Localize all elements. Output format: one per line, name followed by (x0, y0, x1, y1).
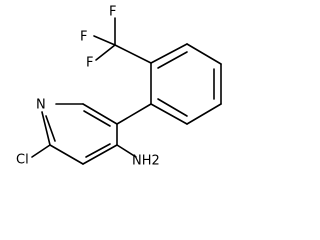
bond-pyridine-3 (41, 111, 51, 146)
bond-benzene-1 (150, 43, 188, 64)
structure-diagram: F F F N Cl NH2 (16, 5, 222, 169)
atom-nh2: NH2 (132, 154, 160, 169)
molecule-svg: F F F N Cl NH2 (16, 5, 222, 169)
bond-benzene-2 (186, 43, 222, 65)
bond-c-f-left (93, 35, 116, 46)
bond-benzene-5 (150, 103, 188, 125)
bond-pyridine-double-c (85, 143, 111, 158)
bond-benzene-4 (186, 103, 222, 125)
bond-benzene-double-c (157, 98, 188, 117)
bond-cf3-aryl (114, 44, 152, 64)
bond-pyridine-4 (49, 144, 84, 165)
bond-c-cl (31, 144, 51, 158)
atom-cl: Cl (16, 153, 29, 168)
bond-c-nh2 (116, 144, 137, 158)
atom-f-left: F (80, 30, 87, 45)
atom-f-top: F (109, 5, 116, 20)
bond-aryl-pyridine (116, 103, 152, 125)
bond-c-f-bottom (95, 44, 116, 61)
bond-pyridine-1 (82, 103, 118, 125)
bond-pyridine-5 (82, 144, 118, 165)
atom-n-ring: N (36, 98, 46, 113)
bond-benzene-double-a (157, 51, 188, 69)
atom-f-bottom: F (86, 56, 93, 71)
bond-pyridine-double-b (45, 115, 56, 142)
bond-pyridine-double-a (83, 110, 111, 127)
